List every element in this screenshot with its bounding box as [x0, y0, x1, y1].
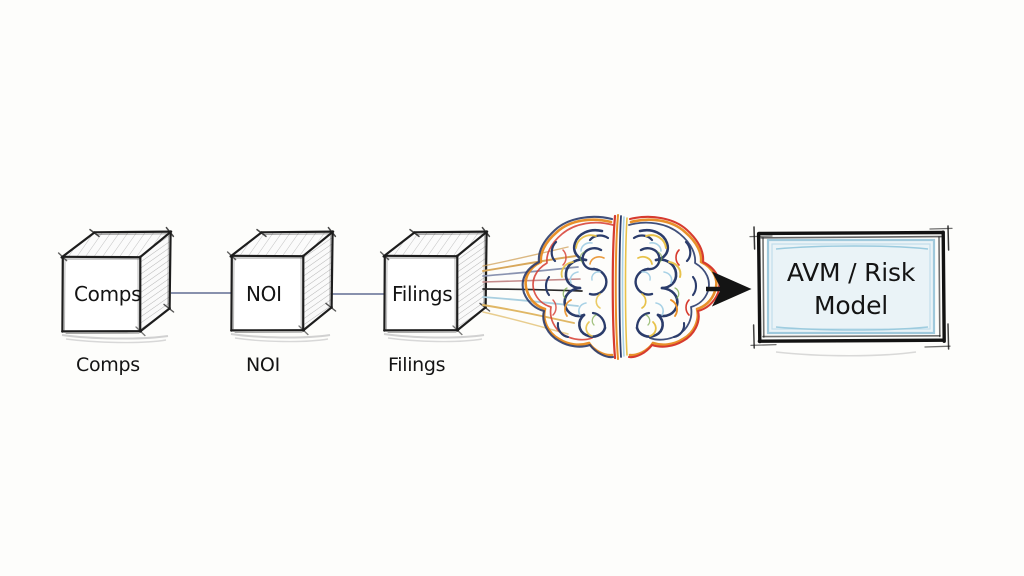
source-node-filings[interactable] [379, 226, 491, 343]
connector-fan-filings-to-brain [482, 246, 583, 335]
source-node-comps[interactable] [57, 226, 175, 344]
brain-icon [521, 214, 721, 360]
source-node-noi[interactable] [226, 226, 337, 343]
output-node-avm-risk-model[interactable] [749, 225, 953, 357]
